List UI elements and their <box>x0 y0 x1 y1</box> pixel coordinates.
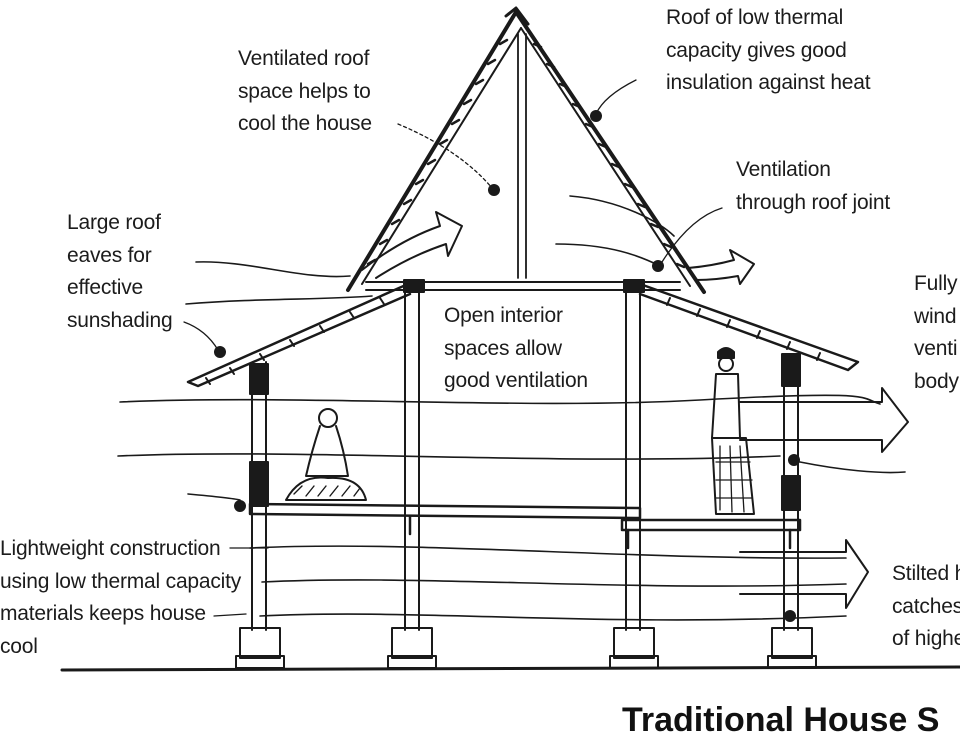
label-large-roof-eaves: Large roof eaves for effective sunshadin… <box>67 207 173 337</box>
label-line: Open interior <box>444 304 563 327</box>
label-open-interior: Open interior spaces allow good ventilat… <box>444 300 588 398</box>
house-cross-section <box>60 6 960 672</box>
label-line: venti <box>914 337 958 360</box>
lower-roof-eaves <box>186 282 860 388</box>
label-line: wind <box>914 304 957 328</box>
arrow-right-upper <box>739 387 909 453</box>
label-line: Ventilated roof <box>238 47 370 70</box>
label-line: space helps to <box>238 79 371 103</box>
arrow-roof-left <box>361 211 463 279</box>
airflow-lines <box>117 195 906 621</box>
label-ventilated-roof-space: Ventilated roof space helps to cool the … <box>238 43 372 141</box>
label-line: eaves for <box>67 243 152 267</box>
arrow-roof-right <box>687 249 755 285</box>
label-line: spaces allow <box>444 336 562 360</box>
airflow-arrows <box>361 211 909 609</box>
label-line: Stilted h <box>892 562 960 585</box>
label-line: of highe <box>892 627 960 650</box>
seated-person <box>285 408 367 501</box>
label-line: Roof of low thermal <box>666 6 844 29</box>
ground-line <box>60 665 960 672</box>
house-posts <box>235 279 817 669</box>
label-stilted-partial: Stilted h catches of highe <box>892 558 960 656</box>
label-line: using low thermal capacity <box>0 569 242 593</box>
label-line: capacity gives good <box>666 38 847 62</box>
label-fully-windows-partial: Fully wind venti body <box>914 268 959 398</box>
label-line: cool <box>0 634 38 658</box>
label-line: cool the house <box>238 112 372 135</box>
label-line: Large roof <box>67 211 161 234</box>
label-line: sunshading <box>67 308 173 332</box>
label-line: catches <box>892 594 960 618</box>
callout-dots <box>214 110 800 622</box>
standing-person <box>711 347 755 515</box>
label-line: materials keeps house <box>0 602 206 625</box>
label-line: body <box>914 369 959 393</box>
label-lightweight-construction: Lightweight construction using low therm… <box>0 533 241 663</box>
label-roof-low-thermal: Roof of low thermal capacity gives good … <box>666 2 871 100</box>
upper-roof <box>346 6 706 294</box>
label-line: Lightweight construction <box>0 537 221 560</box>
caption-title: Traditional House S <box>622 701 940 739</box>
label-line: good ventilation <box>444 369 588 392</box>
label-line: Fully <box>914 272 958 295</box>
floors <box>248 502 802 550</box>
label-line: through roof joint <box>736 190 891 214</box>
label-ventilation-roof-joint: Ventilation through roof joint <box>736 154 890 219</box>
label-line: Ventilation <box>736 158 831 181</box>
label-line: insulation against heat <box>666 71 871 94</box>
label-line: effective <box>67 276 144 299</box>
leader-lines <box>183 79 723 617</box>
arrow-right-lower <box>739 539 869 609</box>
